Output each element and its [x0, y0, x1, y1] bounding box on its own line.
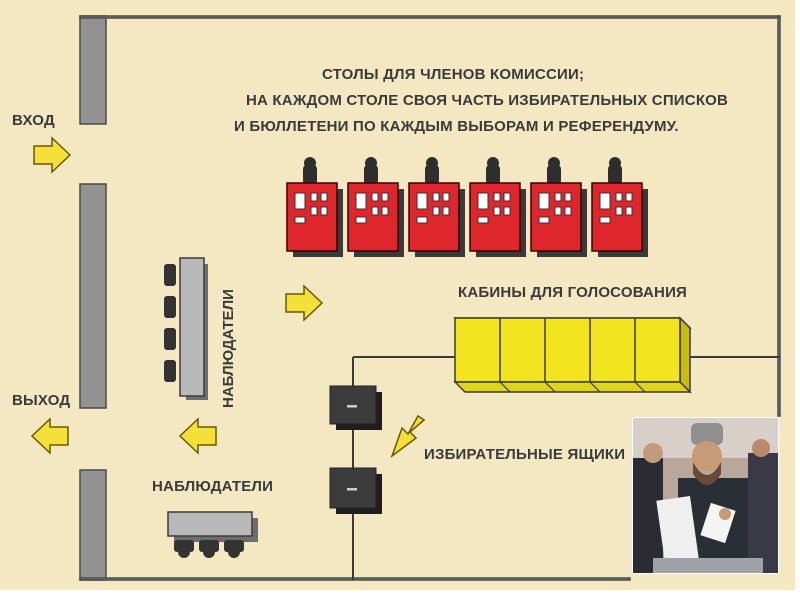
commission-tables — [286, 157, 648, 257]
ballot-boxes — [329, 385, 382, 514]
booth-bottom-div-1 — [499, 381, 511, 393]
booth-bottom-div-4 — [634, 381, 646, 393]
commission-table — [347, 157, 404, 257]
observer-chairs-bottom — [174, 540, 244, 558]
wall-top — [79, 15, 781, 19]
voter-photo-icon — [633, 418, 778, 573]
arrow-exit-icon — [30, 417, 69, 455]
arrows — [30, 136, 426, 459]
ballot-slot — [347, 488, 357, 491]
ballot-box-1 — [329, 385, 382, 430]
walls — [79, 15, 781, 581]
commission-table — [408, 157, 465, 257]
commission-table — [286, 157, 343, 257]
entrance-label: ВХОД — [12, 112, 55, 129]
arrow-entrance-icon — [33, 136, 72, 174]
arrow-to-boxes-icon — [390, 414, 426, 459]
ballot-box-2 — [329, 467, 382, 514]
wall-bottom — [79, 577, 631, 581]
ballot-slot — [347, 405, 357, 408]
booths-side-face — [679, 316, 691, 394]
commission-table — [530, 157, 587, 257]
observers-bench-horizontal — [167, 511, 258, 558]
wall-right — [777, 15, 781, 417]
observers-bottom-label: НАБЛЮДАТЕЛИ — [152, 478, 274, 495]
observers-bench-vertical — [164, 257, 208, 400]
booth-bottom-div-3 — [589, 381, 601, 393]
booths-label: КАБИНЫ ДЛЯ ГОЛОСОВАНИЯ — [458, 284, 688, 301]
tables-caption-line2: НА КАЖДОМ СТОЛЕ СВОЯ ЧАСТЬ ИЗБИРАТЕЛЬНЫХ… — [246, 92, 729, 109]
voting-booths — [453, 316, 692, 394]
booths-front — [454, 317, 681, 383]
commission-table — [591, 157, 648, 257]
voter-photo — [632, 417, 779, 574]
booth-bottom-div-2 — [544, 381, 556, 393]
observers-vertical-label: НАБЛЮДАТЕЛИ — [220, 289, 237, 408]
wall-left-top — [79, 15, 107, 125]
observer-chairs — [164, 264, 176, 382]
booths-bottom-face — [453, 381, 692, 393]
arrow-to-exit-icon — [178, 417, 217, 455]
exit-label: ВЫХОД — [12, 392, 71, 409]
tables-caption-line1: СТОЛЫ ДЛЯ ЧЛЕНОВ КОМИССИИ; — [322, 66, 585, 83]
ballot-boxes-label: ИЗБИРАТЕЛЬНЫЕ ЯЩИКИ — [424, 446, 626, 463]
wall-left-middle — [79, 183, 107, 409]
arrow-to-booths-icon — [285, 284, 324, 322]
tables-caption-line3: И БЮЛЛЕТЕНИ ПО КАЖДЫМ ВЫБОРАМ И РЕФЕРЕНД… — [234, 118, 679, 135]
commission-table — [469, 157, 526, 257]
wall-left-bottom — [79, 469, 107, 581]
